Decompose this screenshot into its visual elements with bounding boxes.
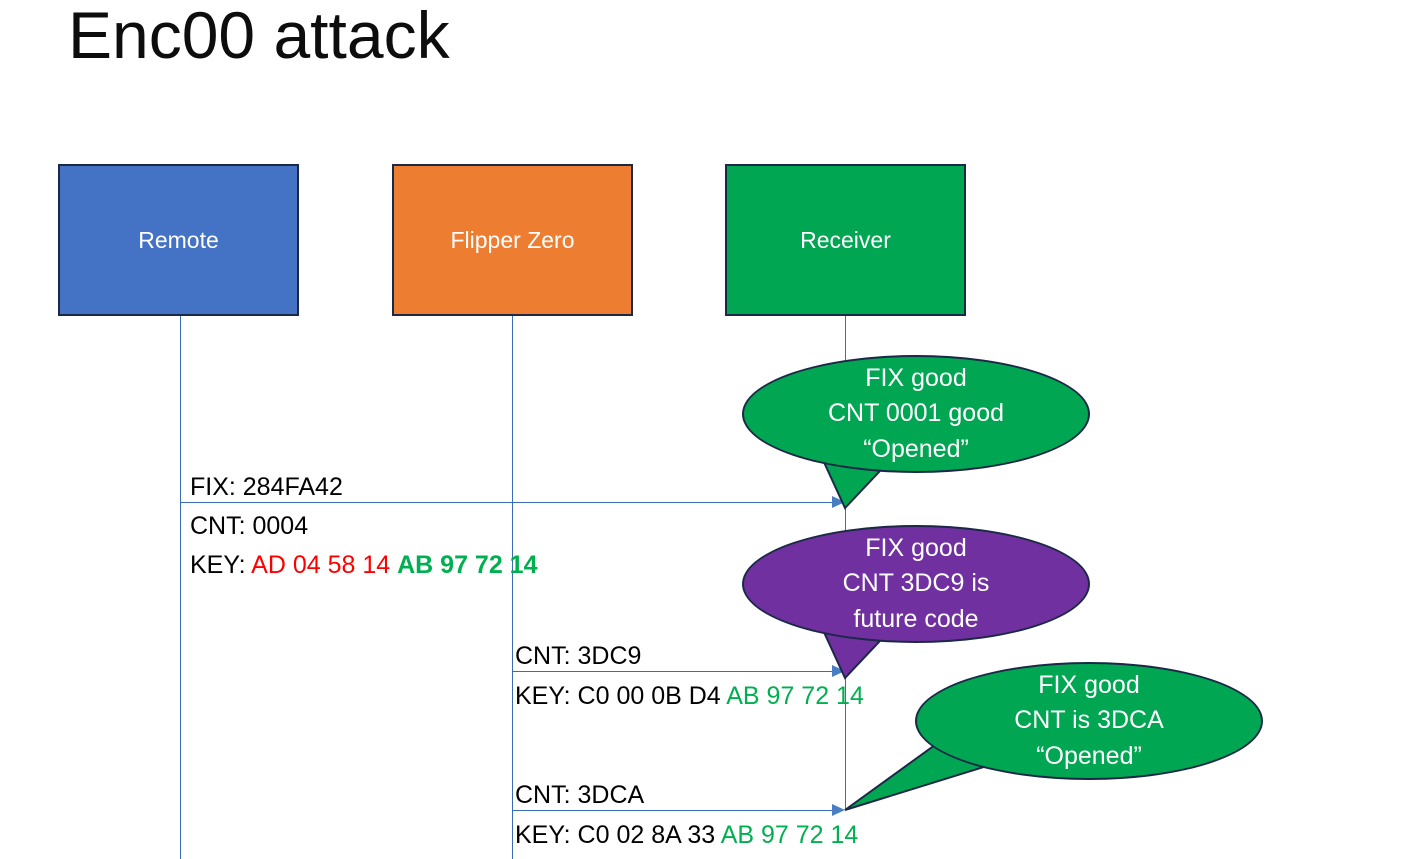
message-2-key-new: AB 97 72 14 [726, 682, 864, 710]
bubble-second-good-line2: CNT is 3DCA [1014, 706, 1164, 735]
message-2-key: KEY: C0 00 0B D4 AB 97 72 14 [515, 682, 864, 712]
message-2-key-prefix: KEY: C0 00 0B D4 [515, 682, 727, 710]
bubble-first-good-line1: FIX good [865, 363, 967, 392]
lifeline-remote [180, 316, 181, 859]
message-arrow-1-line [180, 502, 833, 503]
actor-label-receiver: Receiver [800, 226, 891, 253]
actor-box-flipper[interactable]: Flipper Zero [392, 164, 633, 316]
message-3-key-new: AB 97 72 14 [720, 821, 859, 849]
message-2-cnt-text: CNT: 3DC9 [515, 642, 642, 670]
message-1-key: KEY: AD 04 58 14 AB 97 72 14 [190, 551, 538, 581]
message-1-key-prefix: KEY: [190, 551, 252, 579]
actor-label-remote: Remote [138, 226, 219, 253]
message-arrow-2-line [512, 671, 833, 672]
message-1-key-new: AB 97 72 14 [397, 551, 538, 579]
actor-label-flipper: Flipper Zero [450, 226, 575, 253]
bubble-second-good-line1: FIX good [1038, 670, 1140, 699]
message-arrow-3-line [512, 810, 833, 811]
message-1-cnt: CNT: 0004 [190, 512, 308, 542]
message-1-fix: FIX: 284FA42 [190, 473, 343, 503]
bubble-future-code: FIX good CNT 3DC9 is future code [742, 525, 1090, 643]
message-1-cnt-text: CNT: 0004 [190, 512, 309, 540]
message-3-key-prefix: KEY: C0 02 8A 33 [515, 821, 721, 849]
bubble-first-good: FIX good CNT 0001 good “Opened” [742, 355, 1090, 473]
bubble-first-good-line2: CNT 0001 good [827, 399, 1005, 428]
bubble-future-code-line2: CNT 3DC9 is [842, 569, 990, 598]
message-1-fix-text: FIX: 284FA42 [190, 473, 343, 501]
message-3-key: KEY: C0 02 8A 33 AB 97 72 14 [515, 821, 858, 851]
actor-box-receiver[interactable]: Receiver [725, 164, 966, 316]
actor-box-remote[interactable]: Remote [58, 164, 299, 316]
message-arrow-3-head [832, 804, 845, 816]
message-2-cnt: CNT: 3DC9 [515, 642, 641, 672]
bubble-second-good: FIX good CNT is 3DCA “Opened” [915, 662, 1263, 780]
bubble-first-good-line3: “Opened” [863, 434, 969, 463]
bubble-future-code-line3: future code [853, 604, 979, 633]
bubble-future-code-line1: FIX good [865, 533, 967, 562]
message-3-cnt-text: CNT: 3DCA [515, 781, 645, 809]
page-title: Enc00 attack [68, 0, 450, 72]
message-1-key-old: AD 04 58 14 [251, 551, 391, 579]
bubble-second-good-line3: “Opened” [1036, 741, 1142, 770]
lifeline-flipper [512, 316, 513, 859]
message-3-cnt: CNT: 3DCA [515, 781, 644, 811]
